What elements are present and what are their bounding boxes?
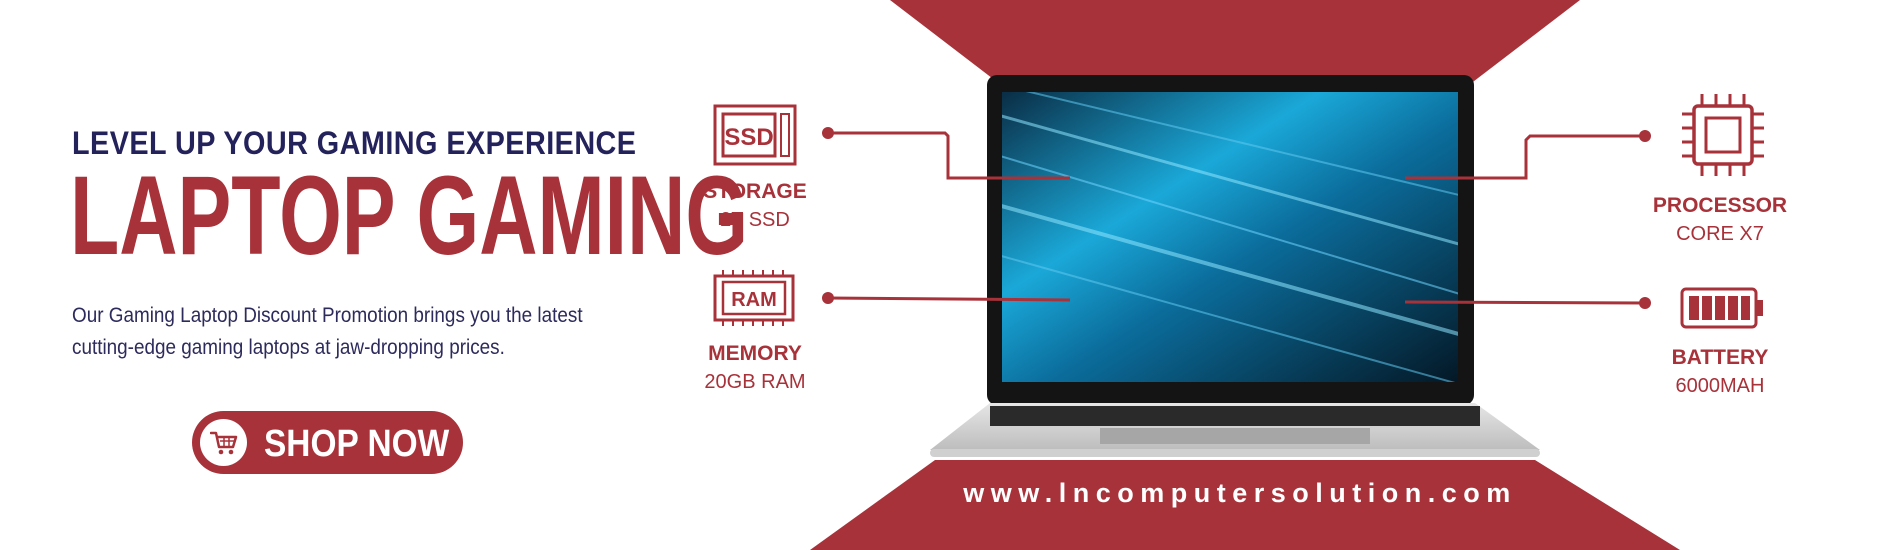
storage-title: STORAGE	[703, 180, 807, 203]
battery-icon	[1680, 287, 1763, 329]
description-line-1: Our Gaming Laptop Discount Promotion bri…	[72, 304, 583, 327]
laptop-trackpad	[1100, 428, 1370, 444]
website-url[interactable]: www.lncomputersolution.com	[963, 478, 1517, 508]
ram-icon: RAM	[713, 270, 795, 326]
top-red-shape	[890, 0, 1580, 88]
laptop-keyboard	[990, 406, 1480, 426]
battery-value: 6000MAH	[1675, 375, 1765, 397]
processor-title: PROCESSOR	[1652, 194, 1788, 217]
main-title: LAPTOP GAMING	[70, 153, 749, 278]
description-line-2: cutting-edge gaming laptops at jaw-dropp…	[72, 336, 505, 359]
description: Our Gaming Laptop Discount Promotion bri…	[72, 300, 612, 364]
processor-value: CORE X7	[1676, 223, 1764, 245]
ssd-icon-text: SSD	[724, 124, 773, 151]
tagline: LEVEL UP YOUR GAMING EXPERIENCE	[72, 125, 637, 161]
memory-value: 20GB RAM	[704, 371, 806, 393]
ssd-icon: SSD	[713, 104, 797, 166]
shop-now-button[interactable]: SHOP NOW	[192, 411, 463, 474]
battery-title: BATTERY	[1671, 346, 1769, 369]
bottom-red-shape	[810, 460, 1680, 550]
processor-icon	[1682, 94, 1764, 176]
cart-icon	[200, 419, 247, 466]
shop-now-label: SHOP NOW	[264, 423, 450, 465]
laptop-front-edge	[930, 449, 1540, 457]
ram-icon-text: RAM	[731, 289, 777, 311]
storage-value: 2T SSD	[720, 209, 790, 231]
memory-title: MEMORY	[708, 342, 802, 365]
